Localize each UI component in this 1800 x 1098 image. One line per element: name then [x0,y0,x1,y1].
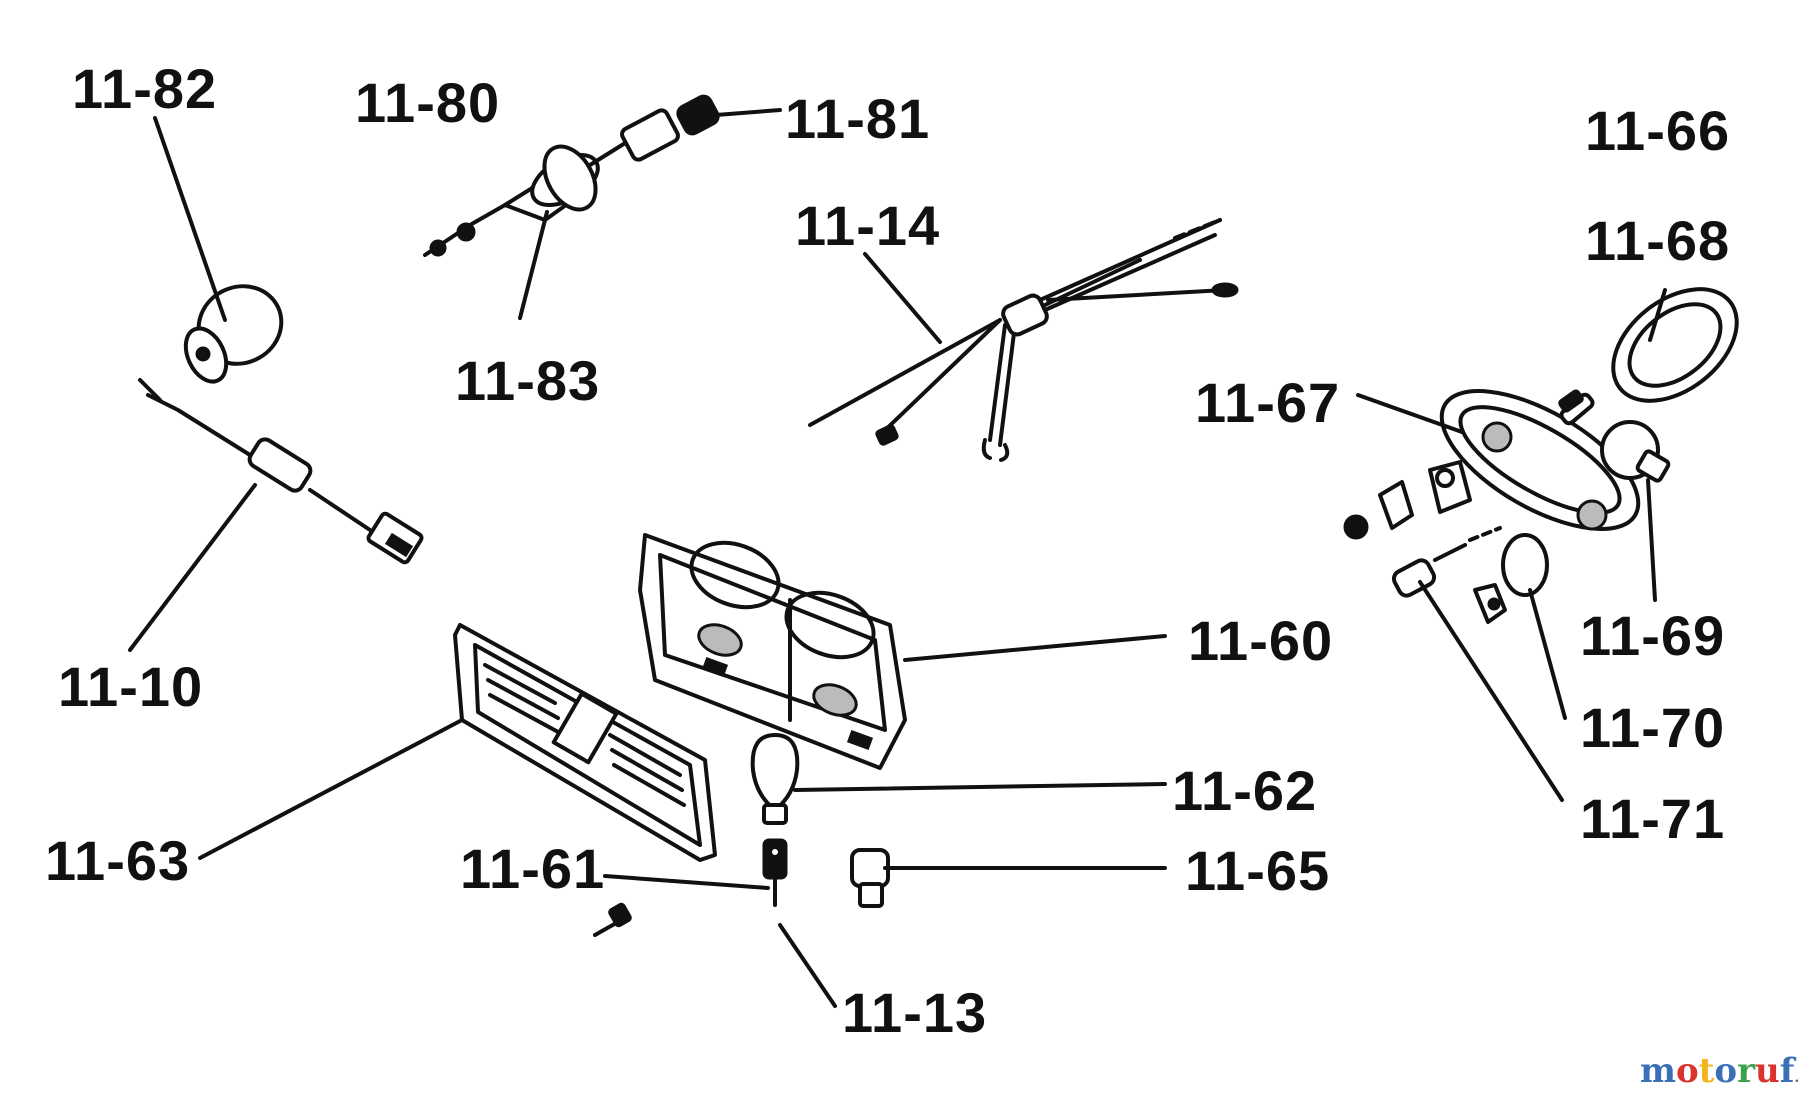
label-11-69: 11-69 [1580,604,1725,667]
leader-11-62 [793,782,1167,792]
label-11-14: 11-14 [795,194,940,257]
label-11-62: 11-62 [1172,759,1317,822]
label-11-80: 11-80 [355,71,500,134]
label-11-82: 11-82 [72,57,217,120]
part-11-70-socket [1473,533,1549,624]
label-11-65: 11-65 [1185,839,1330,902]
label-11-60: 11-60 [1188,609,1333,672]
part-11-81-bulb-holder [588,94,720,167]
part-small-hardware-right [1343,389,1584,540]
leader-11-70 [1528,588,1567,720]
leader-11-60 [903,634,1167,662]
leader-lines [128,108,1667,1008]
label-11-66: 11-66 [1585,99,1730,162]
watermark-text: motoruf.de [1640,1051,1800,1091]
leader-11-13 [778,923,837,1008]
leader-11-10 [128,483,257,652]
leader-11-14 [863,252,942,344]
part-11-67-lamp-body [1439,389,1641,531]
leader-11-63 [198,718,464,860]
part-11-61-screw [593,902,632,937]
leader-11-83 [518,210,549,320]
part-11-65-bulb [850,848,890,908]
label-11-13: 11-13 [842,981,987,1044]
leader-11-69 [1646,478,1657,602]
label-11-10: 11-10 [58,655,203,718]
leader-11-82 [153,116,227,322]
leader-11-67 [1356,393,1464,434]
leader-11-81 [714,108,782,117]
part-11-14-harness [808,218,1239,462]
label-11-68: 11-68 [1585,209,1730,272]
part-11-10-lead [138,378,424,565]
label-11-61: 11-61 [460,837,605,900]
label-11-70: 11-70 [1580,696,1725,759]
label-11-67: 11-67 [1195,371,1340,434]
part-11-83-socket [423,144,600,257]
label-11-81: 11-81 [785,87,930,150]
watermark-logo: motoruf.de [1640,1051,1800,1091]
part-11-68-gasket [1611,287,1739,403]
part-11-62-bulb [750,733,800,825]
part-11-61-socket [762,838,788,907]
part-11-60-housing [638,533,907,770]
part-11-63-lens [453,623,717,862]
label-11-71: 11-71 [1580,787,1725,850]
part-11-69-bulb [1600,420,1671,483]
leader-11-68 [1648,288,1667,342]
part-labels: 11-82 11-80 11-81 11-83 11-14 11-10 11-6… [45,57,1730,1044]
leader-11-61 [603,874,770,890]
leader-11-71 [1418,580,1564,802]
label-11-83: 11-83 [455,349,600,412]
part-11-82-sleeve [183,284,284,384]
label-11-63: 11-63 [45,829,190,892]
